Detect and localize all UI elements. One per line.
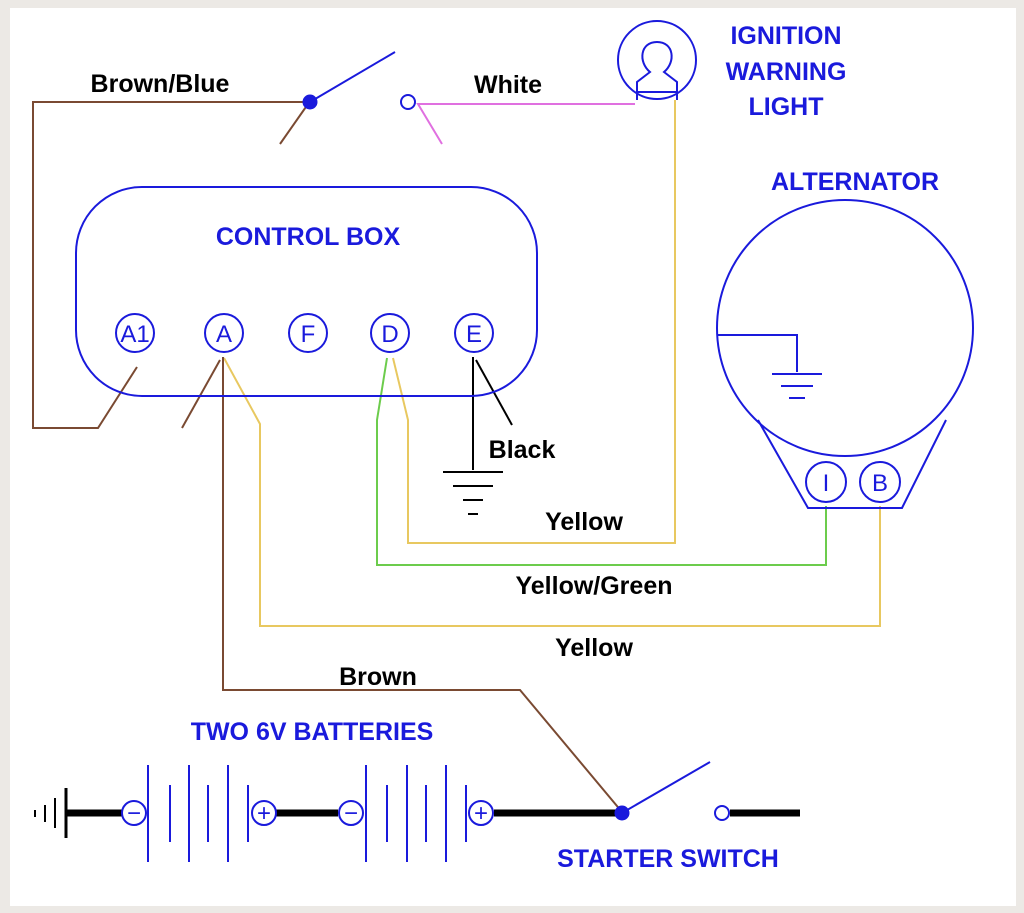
alternator-body [716,199,974,509]
wire-yellow-alt [223,357,881,627]
wire-yellow-green [376,357,827,566]
wire-label-black: Black [489,436,556,464]
wire-brown [222,357,623,813]
wire-label-white: White [474,71,542,99]
alternator-terminal-b: B [859,461,901,503]
svg-text:−: − [127,800,141,827]
wire-label-brown: Brown [339,663,417,691]
bulb-icon [617,20,697,100]
starter-switch-arm [621,761,711,814]
svg-text:−: − [344,800,358,827]
wire-label-yellow-green: Yellow/Green [515,572,672,600]
control-box-terminal-d: D [370,313,410,353]
control-box-outline [75,186,538,397]
ground-symbol-alternator [718,334,822,399]
diagram-panel [10,8,1016,906]
svg-text:B: B [872,470,888,497]
battery-1-positive-terminal: + [251,800,277,827]
svg-text:D: D [381,321,398,348]
starter-switch-contact [714,805,730,821]
svg-text:A: A [216,321,232,348]
battery-2 [365,765,467,862]
wire-label-brown-blue: Brown/Blue [91,70,230,98]
wire-label-yellow-alt: Yellow [555,634,633,662]
svg-text:E: E [466,321,482,348]
wire-brown-blue [32,101,310,429]
wire-brown-a-lead [181,359,221,429]
batteries-label: TWO 6V BATTERIES [191,718,434,746]
alternator-label: ALTERNATOR [771,168,939,196]
control-box-terminal-e: E [454,313,494,353]
ignition-switch-arm [309,51,396,103]
ignition-switch-contact [400,94,416,110]
svg-text:+: + [257,800,271,827]
svg-text:F: F [301,321,316,348]
wire-label-yellow-light: Yellow [545,508,623,536]
svg-text:I: I [823,470,830,497]
ignition-switch-lead [279,103,309,145]
svg-text:+: + [474,800,488,827]
starter-switch-pivot [614,805,630,821]
ignition-warning-light-label-1: IGNITION [730,22,841,50]
wire-white [416,103,635,145]
alternator-terminal-i: I [805,461,847,503]
control-box-terminal-f: F [288,313,328,353]
control-box-label: CONTROL BOX [216,223,401,251]
ignition-switch-pivot [302,94,318,110]
control-box-terminal-a: A [204,313,244,353]
battery-2-negative-terminal: − [338,800,364,827]
ground-symbol-control-box [443,471,503,515]
starter-switch-label: STARTER SWITCH [557,845,779,873]
ignition-warning-light-label-2: WARNING [726,58,847,86]
wire-yellow-light [392,100,676,544]
battery-1 [147,765,249,862]
battery-1-negative-terminal: − [121,800,147,827]
ignition-warning-light-label-3: LIGHT [749,93,824,121]
control-box-terminal-a1: A1 [115,313,155,353]
battery-2-positive-terminal: + [468,800,494,827]
svg-text:A1: A1 [120,321,149,348]
